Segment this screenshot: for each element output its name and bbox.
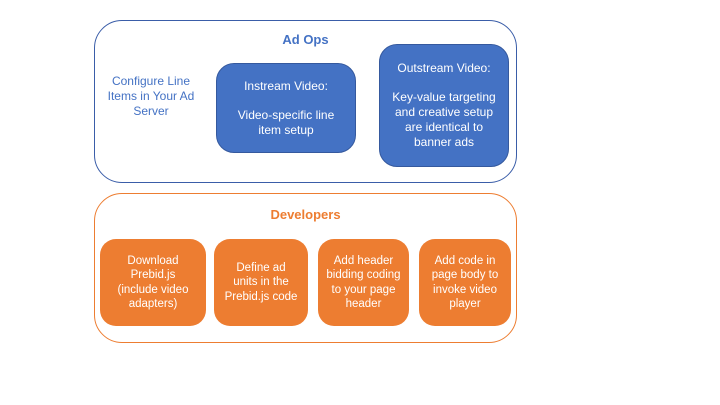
developers-step-add-header-bidding: Add header bidding coding to your page h… bbox=[318, 239, 409, 326]
outstream-video-box: Outstream Video: Key-value targeting and… bbox=[379, 44, 509, 167]
ad-ops-group-title: Ad Ops bbox=[282, 32, 329, 47]
developers-step-download-prebid: Download Prebid.js (include video adapte… bbox=[100, 239, 206, 326]
ad-ops-group: Ad Ops Configure Line Items in Your Ad S… bbox=[94, 20, 517, 183]
instream-video-box: Instream Video: Video-specific line item… bbox=[216, 63, 356, 153]
developers-step-label: Add header bidding coding to your page h… bbox=[326, 254, 401, 311]
developers-step-label: Download Prebid.js (include video adapte… bbox=[117, 254, 189, 311]
outstream-video-box-title: Outstream Video: bbox=[397, 61, 491, 75]
developers-step-label: Add code in page body to invoke video pl… bbox=[431, 254, 499, 311]
developers-step-define-ad-units: Define ad units in the Prebid.js code bbox=[214, 239, 308, 326]
developers-group-title: Developers bbox=[270, 207, 341, 222]
developers-group: Developers Download Prebid.js (include v… bbox=[94, 193, 517, 343]
developers-step-add-page-body-code: Add code in page body to invoke video pl… bbox=[419, 239, 511, 326]
outstream-video-box-body: Key-value targeting and creative setup a… bbox=[392, 90, 496, 149]
instream-video-box-body: Video-specific line item setup bbox=[237, 107, 335, 137]
ad-ops-side-note: Configure Line Items in Your Ad Server bbox=[107, 74, 195, 118]
instream-video-box-title: Instream Video: bbox=[244, 78, 328, 93]
developers-step-label: Define ad units in the Prebid.js code bbox=[224, 261, 298, 303]
